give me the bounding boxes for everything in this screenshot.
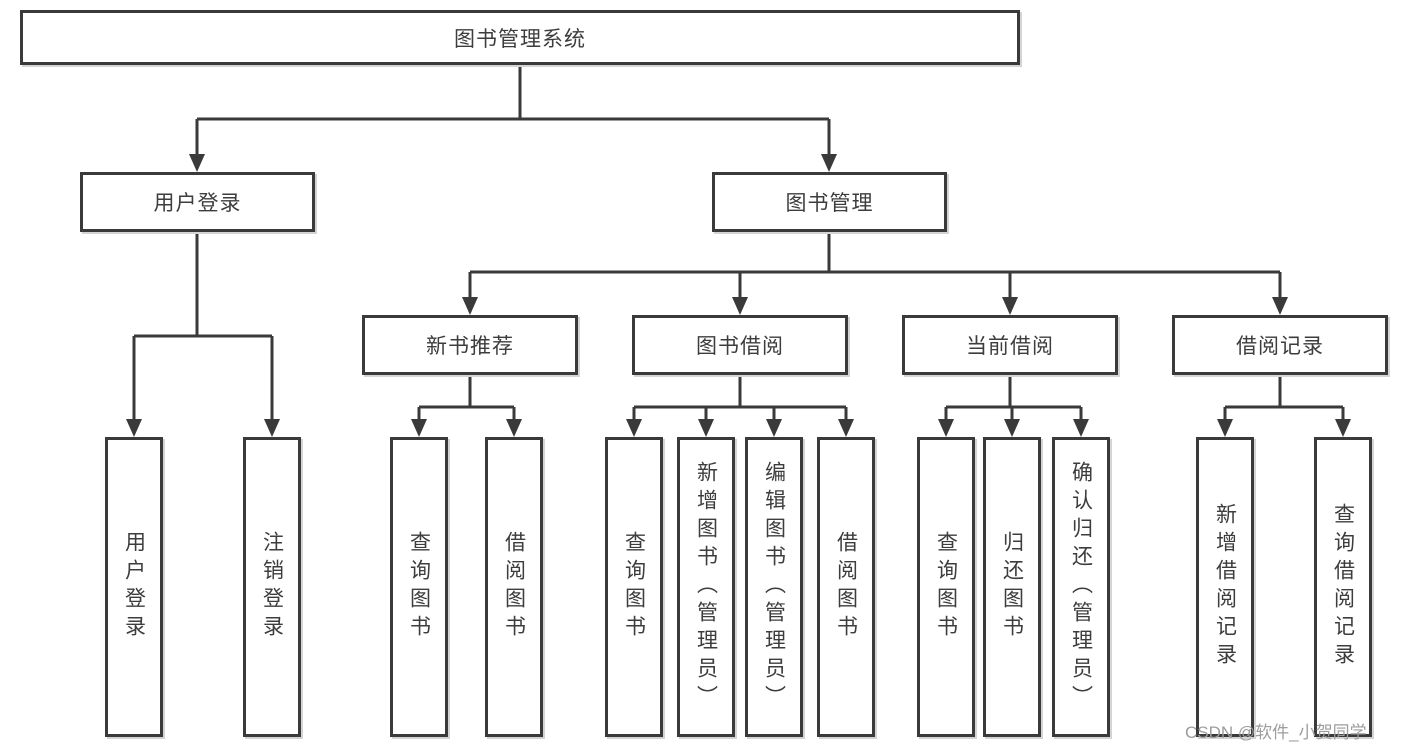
leaf-user-login: 用户登录 [105,437,163,737]
leaf-nbr-query-book: 查询图书 [390,437,448,737]
leaf-cb-return-book: 归还图书 [983,437,1041,737]
leaf-nbr-borrow-book: 借阅图书 [485,437,543,737]
leaf-bb-add-book: 新增图书（管理员） [677,437,735,737]
connector-root-level2 [195,65,831,156]
leaf-bb-query-book: 查询图书 [605,437,663,737]
arrowhead-icon [698,419,714,437]
arrowhead-icon [462,297,478,315]
connector-bookmgmt-level3 [468,232,1282,299]
arrowhead-icon [126,419,142,437]
arrowhead-icon [766,419,782,437]
connector-bookborrow-leaves [632,375,848,421]
arrowhead-icon [264,419,280,437]
node-user-login: 用户登录 [80,172,315,232]
node-current-borrow: 当前借阅 [902,315,1118,375]
arrowhead-icon [1002,297,1018,315]
arrowhead-icon [821,154,837,172]
node-book-borrow: 图书借阅 [632,315,848,375]
arrowhead-icon [1004,419,1020,437]
node-root: 图书管理系统 [20,10,1020,65]
node-borrow-record: 借阅记录 [1172,315,1388,375]
arrowhead-icon [732,297,748,315]
arrowhead-icon [838,419,854,437]
arrowhead-icon [626,419,642,437]
connector-userlogin-leaves [132,232,274,421]
leaf-bb-borrow-book: 借阅图书 [817,437,875,737]
arrowhead-icon [938,419,954,437]
leaf-br-add-record: 新增借阅记录 [1196,437,1254,737]
connector-borrowrecord-leaves [1223,375,1345,421]
csdn-watermark: CSDN @软件_小贺同学 [1185,723,1367,742]
leaf-logout: 注销登录 [243,437,301,737]
node-book-mgmt: 图书管理 [712,172,947,232]
connector-newbookrec-leaves [417,375,516,421]
leaf-cb-query-book: 查询图书 [917,437,975,737]
arrowhead-icon [1335,419,1351,437]
leaf-br-query-record: 查询借阅记录 [1314,437,1372,737]
arrowhead-icon [1073,419,1089,437]
arrowhead-icon [189,154,205,172]
arrowhead-icon [411,419,427,437]
arrowhead-icon [1217,419,1233,437]
leaf-cb-confirm-return: 确认归还（管理员） [1052,437,1110,737]
node-new-book-rec: 新书推荐 [362,315,578,375]
connector-currentborrow-leaves [944,375,1083,421]
arrowhead-icon [1272,297,1288,315]
leaf-bb-edit-book: 编辑图书（管理员） [745,437,803,737]
arrowhead-icon [506,419,522,437]
